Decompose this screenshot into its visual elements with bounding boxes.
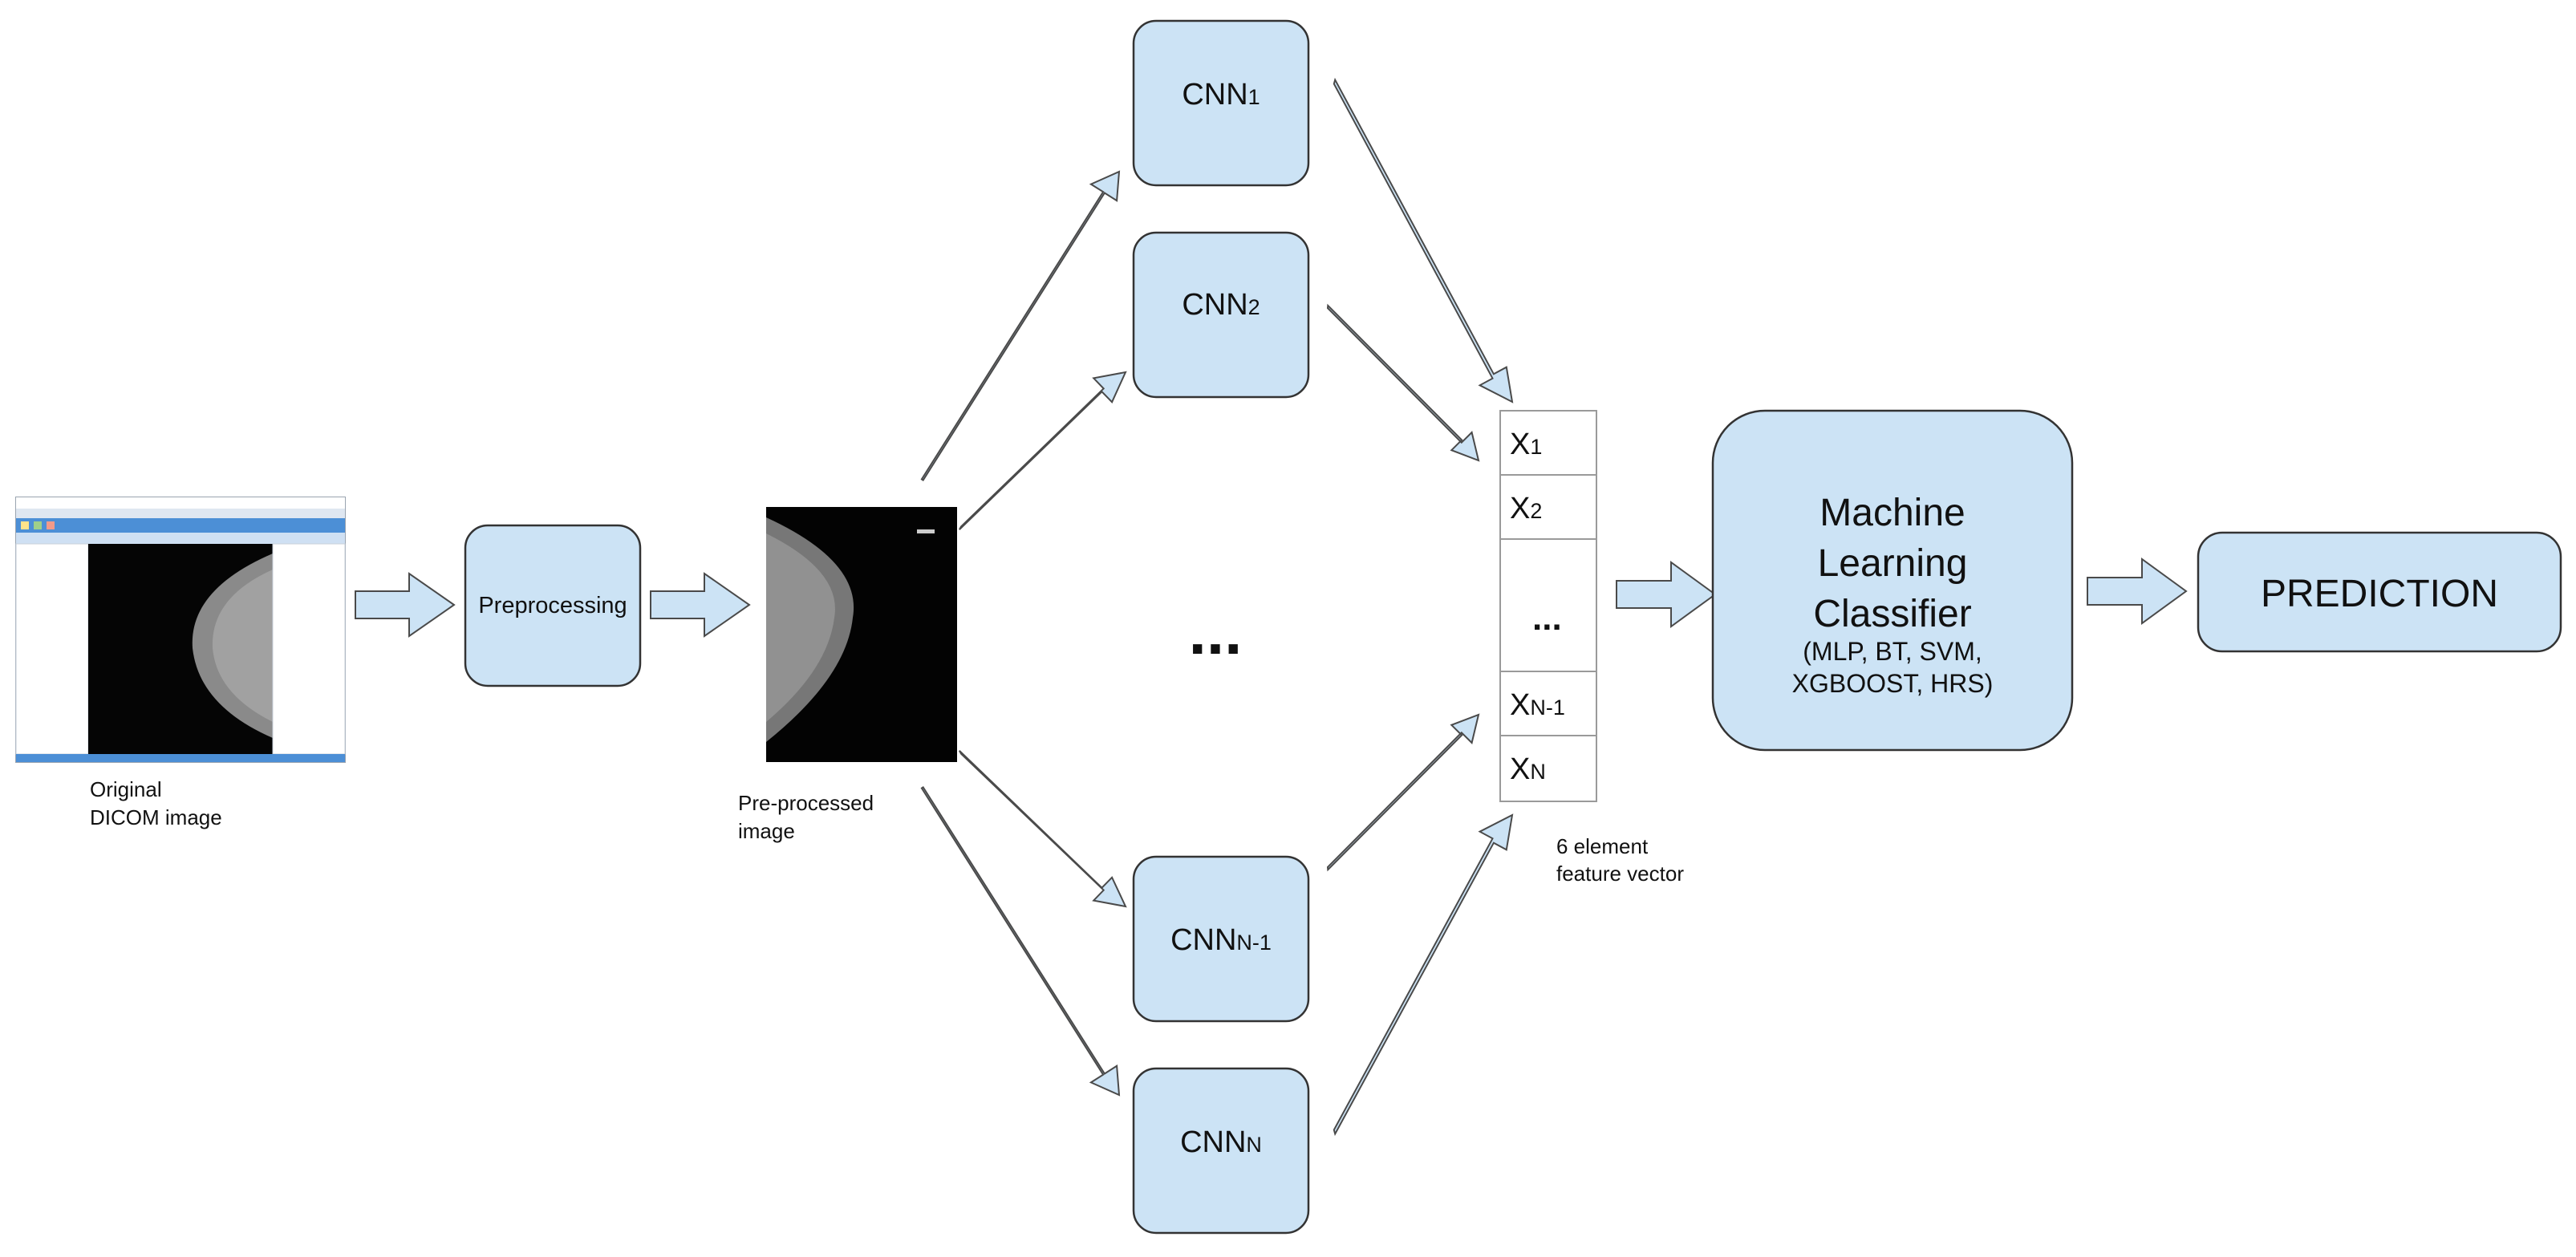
preprocessed-image-caption-line1: Pre-processed	[738, 791, 874, 815]
arrow-cnn-n-to-vector	[1333, 813, 1514, 1137]
feature-vector-caption-line1: 6 element	[1556, 834, 1649, 858]
preprocessed-image-caption-line2: image	[738, 819, 795, 843]
classifier-detail2: XGBOOST, HRS)	[1792, 669, 1994, 698]
cnn-1-label: CNN1	[1182, 78, 1260, 112]
feature-cell-x2	[1499, 474, 1597, 540]
classifier-line3: Classifier	[1813, 593, 1971, 635]
feature-cell-xn-1	[1499, 671, 1597, 736]
arrow-image-to-preprocessing	[355, 572, 456, 638]
cnn-n-1-label: CNNN-1	[1170, 923, 1272, 957]
feature-ellipsis-label: ...	[1532, 598, 1562, 638]
feature-cell-xn	[1499, 735, 1597, 802]
classifier-detail1: (MLP, BT, SVM,	[1803, 637, 1982, 666]
prediction-label: PREDICTION	[2261, 573, 2498, 615]
feature-xn-label: XN	[1510, 752, 1546, 786]
cnn-n-box	[1132, 1067, 1310, 1235]
feature-cell-ellipsis	[1499, 538, 1597, 672]
original-image-caption-line1: Original	[90, 777, 162, 801]
preprocessing-box	[464, 524, 642, 687]
feature-x2-label: X2	[1510, 492, 1542, 525]
arrow-classifier-to-prediction	[2087, 558, 2188, 625]
arrow-cnn-1-to-vector	[1333, 77, 1514, 403]
cnn-n-1-box	[1132, 855, 1310, 1023]
classifier-line2: Learning	[1818, 542, 1968, 585]
classifier-box	[1711, 409, 2074, 752]
arrow-to-cnn-n-1	[959, 750, 1127, 908]
arrow-preprocessing-to-preprocessed	[650, 572, 751, 638]
prediction-box	[2197, 531, 2562, 653]
feature-xn-1-label: XN-1	[1510, 688, 1565, 722]
cnn-ellipsis: ...	[1189, 596, 1243, 667]
arrow-to-cnn-n	[920, 786, 1121, 1097]
dicom-viewer-screenshot	[15, 497, 346, 763]
arrow-cnn-2-to-vector	[1326, 303, 1480, 462]
feature-cell-x1	[1499, 410, 1597, 476]
feature-vector-caption-line2: feature vector	[1556, 862, 1684, 886]
cnn-n-label: CNNN	[1180, 1125, 1262, 1159]
cnn-2-label: CNN2	[1182, 288, 1260, 322]
cnn-1-box	[1132, 19, 1310, 187]
original-image-caption-line2: DICOM image	[90, 805, 222, 829]
arrow-to-cnn-2	[959, 371, 1127, 530]
preprocessing-label: Preprocessing	[478, 593, 627, 618]
classifier-line1: Machine	[1819, 492, 1965, 534]
arrow-to-cnn-1	[920, 170, 1121, 482]
preprocessed-image	[766, 507, 957, 762]
arrow-vector-to-classifier	[1616, 561, 1717, 628]
feature-vector	[1499, 410, 1597, 802]
feature-x1-label: X1	[1510, 428, 1542, 461]
cnn-2-box	[1132, 231, 1310, 399]
arrow-cnn-n-1-to-vector	[1326, 713, 1480, 872]
